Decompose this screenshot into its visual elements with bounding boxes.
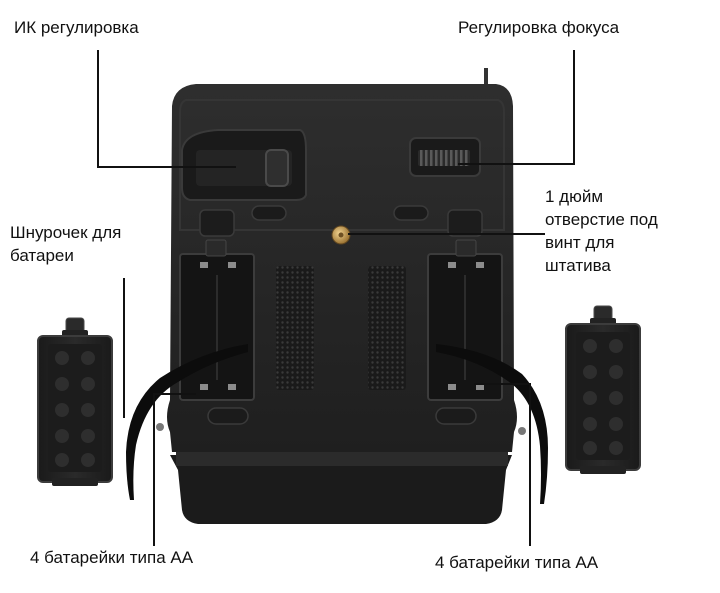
label-tripod-line-2: отверстие под (545, 210, 658, 229)
strap-ribbon-left (126, 344, 248, 500)
ir-slider-knob (265, 149, 289, 187)
label-tripod-line-1: 1 дюйм (545, 187, 604, 206)
device-base (170, 455, 512, 524)
battery-ribs (216, 275, 466, 380)
button-left-top (251, 205, 287, 221)
leader-batt-right (474, 383, 531, 546)
top-nub (484, 68, 488, 84)
battery-door-right (565, 305, 641, 474)
leader-focus (458, 50, 575, 165)
top-panel (179, 99, 505, 231)
button-left-bottom (207, 407, 249, 425)
latch-left (199, 209, 235, 237)
battery-contacts-right (448, 262, 484, 390)
focus-wheel (418, 150, 470, 166)
button-right-top (393, 205, 429, 221)
label-strap-line-2: батареи (10, 246, 74, 265)
vent-right (368, 266, 406, 390)
label-batteries-left: 4 батарейки типа AA (30, 548, 194, 567)
latch-right (447, 209, 483, 237)
vent-left (276, 266, 314, 390)
hinge-left (205, 239, 227, 257)
leader-lines (97, 50, 575, 546)
strap-mount-right (518, 427, 526, 435)
label-tripod-hole: 1 дюйм отверстие под винт для штатива (545, 185, 658, 277)
tripod-screw-center (338, 232, 344, 238)
label-tripod-line-3: винт для (545, 233, 615, 252)
battery-contacts-left (200, 262, 236, 390)
label-battery-strap: Шнурочек для батареи (10, 221, 121, 267)
button-right-bottom (435, 407, 477, 425)
strap-mount-left (156, 423, 164, 431)
label-strap-line-1: Шнурочек для (10, 223, 122, 242)
label-batteries-right: 4 батарейки типа AA (435, 553, 599, 572)
battery-door-left (37, 317, 113, 486)
hinge-right (455, 239, 477, 257)
leader-ir (97, 50, 236, 168)
leader-batt-left (153, 393, 196, 546)
label-ir-adjust: ИК регулировка (14, 18, 139, 37)
label-tripod-line-4: штатива (545, 256, 611, 275)
device-base-band (176, 452, 508, 466)
label-focus-adjust: Регулировка фокуса (458, 18, 620, 37)
